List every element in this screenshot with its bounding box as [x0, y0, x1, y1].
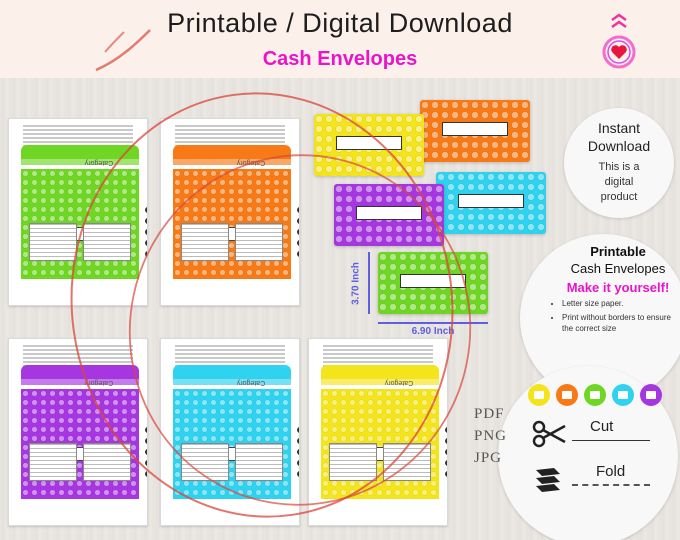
envelope-icon — [584, 384, 606, 406]
side-icons — [297, 207, 299, 262]
side-icons — [445, 427, 447, 482]
envelope-slot — [442, 122, 508, 136]
envelope-icon — [528, 384, 550, 406]
envelope-page-green: Category — [8, 118, 148, 306]
tracker-table — [83, 223, 131, 261]
instant-note: This is a digital product — [564, 160, 674, 205]
width-label: 6.90 Inch — [411, 326, 455, 337]
side-icons — [297, 427, 299, 482]
header-banner: Printable / Digital Download Cash Envelo… — [0, 0, 680, 78]
fold-label: Fold — [596, 463, 626, 480]
tracker-table — [181, 223, 229, 261]
tracker-table — [181, 443, 229, 481]
tracker-table — [235, 223, 283, 261]
envelope-page-yellow: Category — [308, 338, 448, 526]
envelope-page-cyan: Category — [160, 338, 300, 526]
printable-info-badge: Printable Cash Envelopes Make it yoursel… — [520, 234, 680, 402]
fold-icon — [536, 468, 560, 492]
envelope-slot — [356, 206, 422, 220]
format-pdf: PDF — [474, 406, 505, 422]
fold-line — [572, 484, 650, 486]
envelope-cyan — [436, 172, 546, 234]
envelope-orange — [420, 100, 530, 162]
envelope-page-purple: Category — [8, 338, 148, 526]
instant-note-line: This is a — [598, 161, 640, 173]
width-dimension-line — [378, 322, 488, 324]
heart-logo-icon — [602, 13, 636, 69]
category-bar — [321, 379, 439, 389]
make-it-yourself: Make it yourself! — [566, 280, 670, 295]
tracker-table — [29, 223, 77, 261]
envelope-icon — [556, 384, 578, 406]
height-dimension-line — [368, 252, 370, 314]
envelope-icon — [640, 384, 662, 406]
side-icons — [145, 427, 147, 482]
category-bar — [173, 159, 291, 169]
side-icons — [145, 207, 147, 262]
tracker-table — [83, 443, 131, 481]
instant-note-line: digital — [604, 176, 634, 188]
printable-heading: Printable — [590, 244, 646, 259]
envelope-lid — [321, 365, 439, 385]
bullet-item: Print without borders to ensure the corr… — [562, 312, 672, 334]
instant-download-badge: Instant Download This is a digital produ… — [564, 108, 674, 218]
envelope-lid — [173, 365, 291, 385]
instant-line2: Download — [587, 138, 651, 154]
printable-subheading: Cash Envelopes — [570, 261, 666, 276]
page-subtitle: Cash Envelopes — [262, 48, 418, 70]
instant-note-line: product — [600, 191, 638, 203]
format-png: PNG — [474, 428, 508, 444]
envelope-slot — [458, 194, 524, 208]
envelope-page-orange: Category — [160, 118, 300, 306]
category-bar — [21, 159, 139, 169]
tracker-table — [29, 443, 77, 481]
printable-bullets: Letter size paper. Print without borders… — [562, 298, 672, 337]
tracker-table — [329, 443, 377, 481]
category-bar — [173, 379, 291, 389]
envelope-yellow — [314, 114, 424, 176]
format-jpg: JPG — [474, 450, 503, 466]
envelope-green — [378, 252, 488, 314]
bullet-item: Letter size paper. — [562, 298, 672, 309]
cut-label: Cut — [590, 418, 614, 435]
envelope-icon — [612, 384, 634, 406]
category-bar — [21, 379, 139, 389]
envelope-purple — [334, 184, 444, 246]
instant-line1: Instant — [597, 120, 641, 136]
envelope-lid — [21, 145, 139, 165]
envelope-slot — [336, 136, 402, 150]
envelope-lid — [21, 365, 139, 385]
cut-line — [572, 440, 650, 441]
scissors-icon — [532, 420, 566, 448]
tracker-table — [235, 443, 283, 481]
page-title: Printable / Digital Download — [167, 8, 513, 38]
